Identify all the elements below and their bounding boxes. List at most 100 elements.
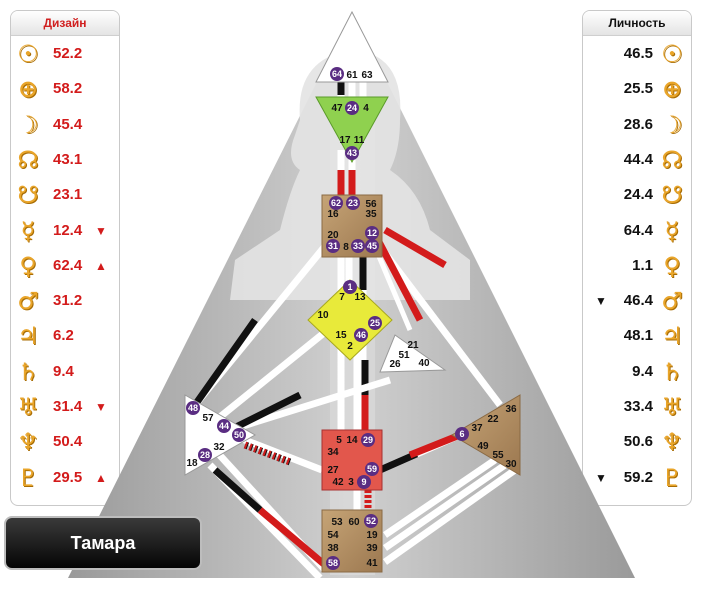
uranus-icon: ♅ bbox=[17, 393, 39, 421]
saturn-icon: ♄ bbox=[17, 357, 39, 386]
gate-label: 61 bbox=[346, 70, 358, 81]
planet-gate-value: 9.4 bbox=[632, 362, 653, 380]
planet-row: ☽28.6 bbox=[583, 108, 691, 142]
gate-badge: 45 bbox=[367, 241, 377, 251]
gate-badge: 59 bbox=[367, 464, 377, 474]
gate-label: 30 bbox=[505, 459, 517, 470]
gate-label: 26 bbox=[389, 359, 401, 370]
solar-plexus-center bbox=[451, 394, 521, 476]
gate-badge: 64 bbox=[332, 69, 342, 79]
head-center bbox=[315, 10, 389, 83]
gate-label: 63 bbox=[361, 70, 373, 81]
planet-gate-value: 52.2 bbox=[53, 45, 83, 62]
planet-gate-value: 50.6 bbox=[623, 433, 653, 451]
channels bbox=[192, 82, 518, 581]
south-node-icon: ☋ bbox=[661, 181, 683, 210]
gate-label: 36 bbox=[505, 404, 517, 415]
planet-gate-value: 28.6 bbox=[623, 115, 653, 133]
gate-label: 38 bbox=[327, 543, 339, 554]
planet-row: ☉ 52.2 bbox=[11, 37, 119, 71]
personality-panel: Личность ☉46.5⊕25.5☽28.6☊44.4☋24.4☿64.4♀… bbox=[582, 10, 692, 506]
g-center bbox=[307, 279, 393, 361]
gate-badge: 50 bbox=[234, 430, 244, 440]
arrow-down-icon: ▼ bbox=[95, 400, 107, 414]
planet-row: ♄9.4 bbox=[583, 355, 691, 389]
gate-label: 47 bbox=[331, 103, 343, 114]
planet-gate-value: 1.1 bbox=[632, 256, 653, 274]
planet-gate-value: 59.2 bbox=[623, 468, 653, 486]
gate-label: 14 bbox=[346, 435, 358, 446]
pluto-icon: ♇ bbox=[661, 463, 683, 492]
planet-row: ☿12.4▼ bbox=[11, 214, 119, 248]
name-box: Тамара bbox=[4, 516, 202, 570]
neptune-icon: ♆ bbox=[17, 428, 39, 457]
gate-badge: 48 bbox=[188, 403, 198, 413]
gate-badge: 58 bbox=[328, 558, 338, 568]
planet-gate-value: 50.4 bbox=[53, 433, 83, 451]
mars-icon: ♂ bbox=[661, 287, 683, 316]
gate-badge: 1 bbox=[347, 282, 352, 292]
planet-gate-value: 31.4 bbox=[53, 398, 83, 415]
gate-badge: 46 bbox=[356, 330, 366, 340]
gate-label: 60 bbox=[348, 517, 360, 528]
gate-label: 27 bbox=[327, 465, 339, 476]
planet-row: ♇29.5▲ bbox=[11, 461, 119, 495]
gate-label: 11 bbox=[354, 135, 365, 146]
gate-labels: 64 61 63 47 24 4 17 11 43 62 23 56 16 35… bbox=[186, 67, 517, 570]
gate-label: 4 bbox=[363, 103, 369, 114]
gate-label: 21 bbox=[407, 340, 419, 351]
planet-gate-value: 64.4 bbox=[623, 221, 653, 239]
planet-row: ♄9.4 bbox=[11, 355, 119, 389]
planet-gate-value: 6.2 bbox=[53, 327, 74, 345]
planet-row: ♃6.2 bbox=[11, 319, 119, 353]
planet-row: ☿64.4 bbox=[583, 214, 691, 248]
planet-row: ♃48.1 bbox=[583, 319, 691, 353]
planet-row: ☽45.4 bbox=[11, 108, 119, 142]
gate-label: 54 bbox=[327, 530, 339, 541]
gate-badge: 43 bbox=[347, 148, 357, 158]
gate-label: 57 bbox=[202, 413, 214, 424]
planet-gate-value: 33.4 bbox=[623, 398, 653, 415]
gate-label: 35 bbox=[365, 209, 377, 220]
arrow-down-icon: ▼ bbox=[95, 223, 107, 238]
planet-gate-value: 43.1 bbox=[53, 150, 83, 168]
gate-label: 20 bbox=[327, 230, 339, 241]
gate-label: 55 bbox=[492, 450, 504, 461]
venus-icon: ♀ bbox=[19, 251, 37, 280]
moon-icon: ☽ bbox=[17, 110, 39, 139]
design-panel-title: Дизайн bbox=[11, 11, 119, 36]
planet-gate-value: 31.2 bbox=[53, 292, 83, 310]
gate-badge: 28 bbox=[200, 450, 210, 460]
planet-row: ☋24.4 bbox=[583, 178, 691, 212]
gate-badge: 62 bbox=[331, 198, 341, 208]
planet-row: ☊44.4 bbox=[583, 143, 691, 177]
gate-label: 51 bbox=[398, 350, 410, 361]
ego-center bbox=[379, 334, 447, 373]
gate-label: 3 bbox=[348, 477, 354, 488]
gate-label: 19 bbox=[366, 530, 378, 541]
personality-panel-title: Личность bbox=[583, 11, 691, 36]
gate-label: 42 bbox=[332, 477, 344, 488]
arrow-up-icon: ▲ bbox=[95, 258, 107, 273]
gate-label: 7 bbox=[339, 292, 345, 303]
planet-gate-value: 23.1 bbox=[53, 186, 83, 204]
planet-row: ☊ 43.1 bbox=[11, 143, 119, 177]
planet-row: ♅ 31.4 ▼ bbox=[11, 390, 119, 424]
planet-gate-value: 46.5 bbox=[623, 45, 653, 62]
gate-badge: 44 bbox=[219, 421, 229, 431]
north-node-icon: ☊ bbox=[17, 145, 39, 174]
gate-label: 8 bbox=[343, 242, 349, 253]
design-panel: Дизайн ☉52.2⊕58.2☽45.4☊43.1☋23.1☿12.4▼♀6… bbox=[10, 10, 120, 506]
planet-gate-value: 62.4 bbox=[53, 256, 83, 274]
gate-label: 10 bbox=[317, 310, 329, 321]
planet-row: ⊕58.2 bbox=[11, 72, 119, 106]
gate-badge: 9 bbox=[361, 477, 366, 487]
sun-icon: ☉ bbox=[17, 40, 39, 68]
mercury-icon: ☿ bbox=[20, 216, 36, 245]
planet-row: ♀1.1 bbox=[583, 249, 691, 283]
mars-icon: ♂ bbox=[17, 287, 39, 316]
gate-badge: 12 bbox=[367, 228, 377, 238]
planet-gate-value: 48.1 bbox=[623, 327, 653, 345]
gate-label: 2 bbox=[347, 341, 353, 352]
